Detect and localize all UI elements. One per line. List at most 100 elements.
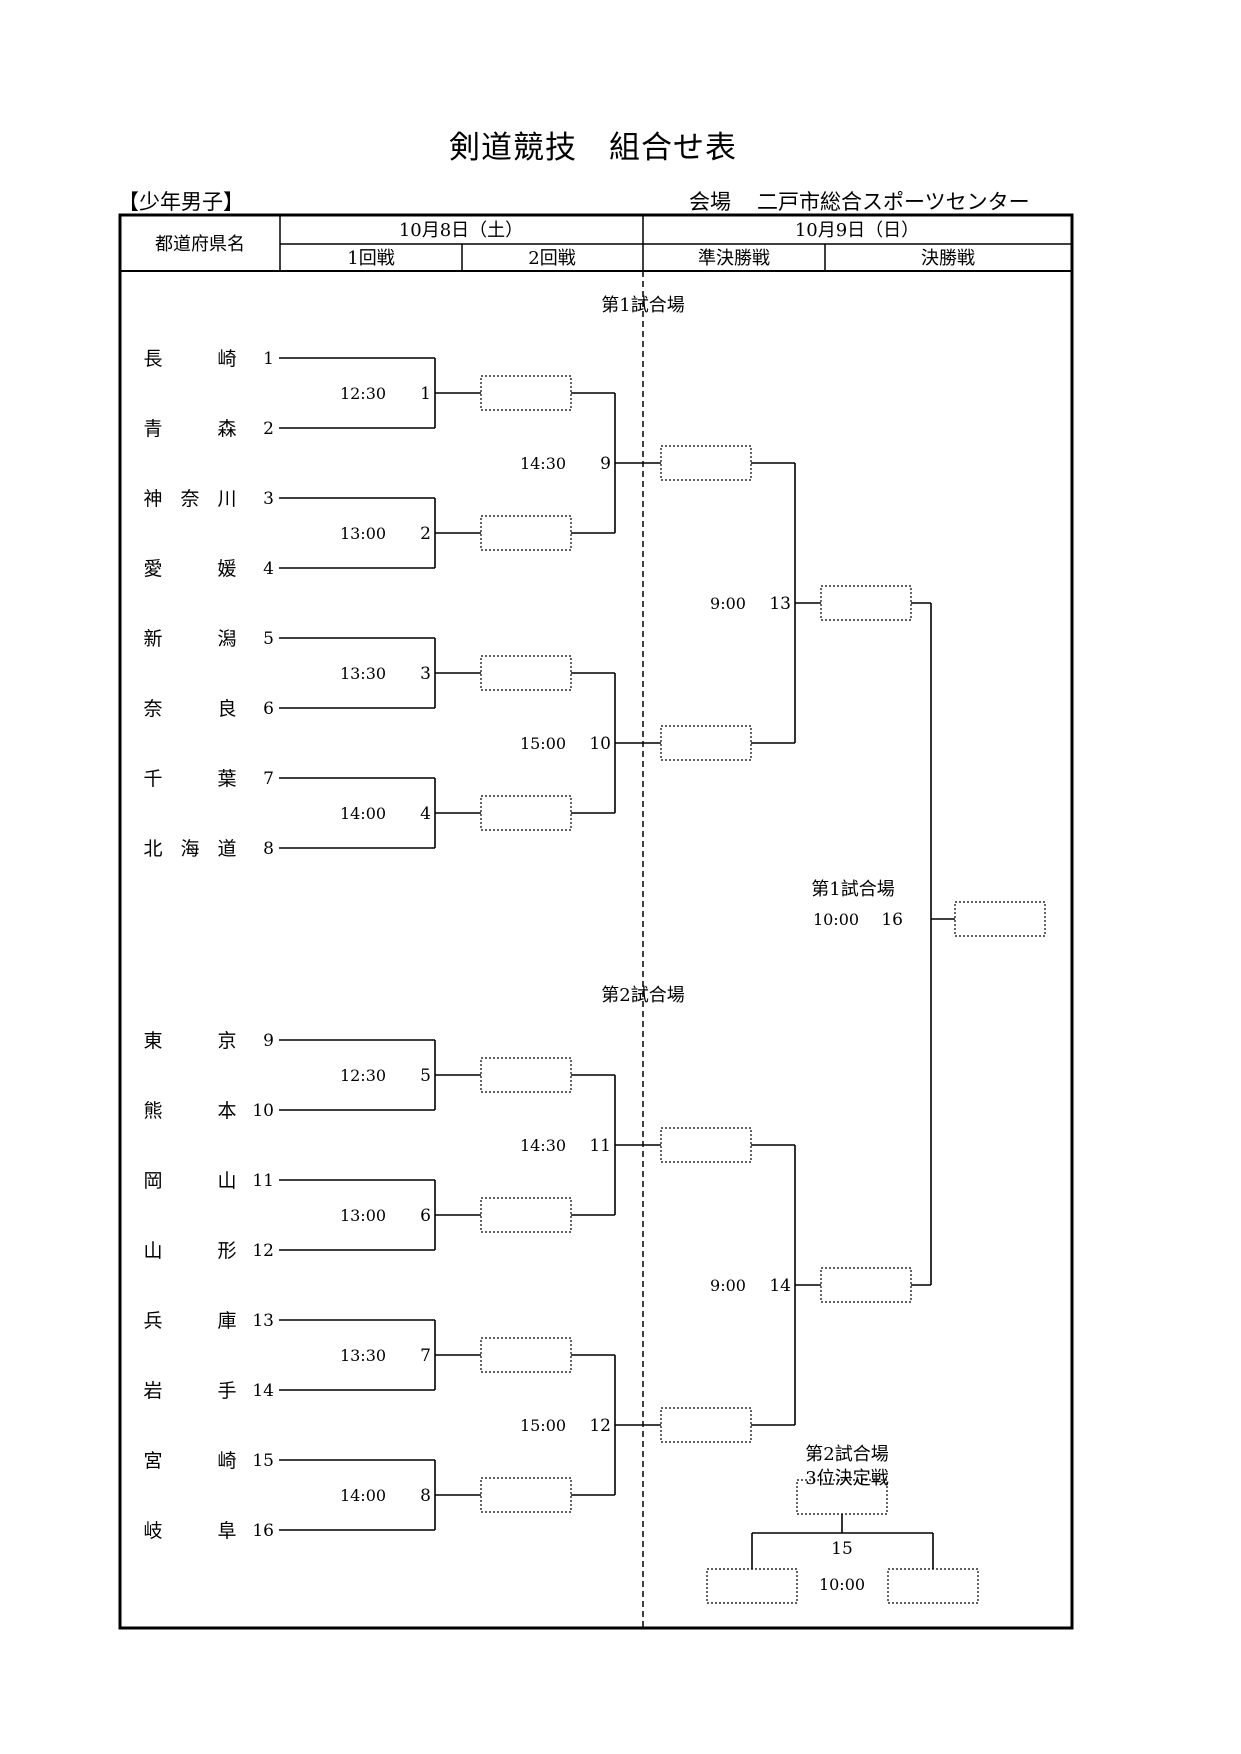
- round1-winner-box-6: [480, 1197, 572, 1233]
- round2-winner-box-12: [660, 1407, 752, 1443]
- match-time-15: 10:00: [819, 1575, 865, 1594]
- final-court-label: 第1試合場: [811, 879, 894, 900]
- team-16-name-char: 岐: [143, 1520, 162, 1542]
- team-5-name-char: 新: [143, 628, 162, 650]
- team-1-seed: 1: [263, 349, 274, 369]
- team-6-name-char: 奈: [143, 698, 162, 720]
- team-14-name-char: 岩: [143, 1380, 162, 1402]
- team-6-seed: 6: [263, 699, 274, 719]
- team-12-name-char: 山: [143, 1240, 162, 1262]
- division-label: 【少年男子】: [118, 190, 244, 214]
- match-time-1: 12:30: [340, 384, 386, 403]
- match-time-13: 9:00: [710, 594, 746, 613]
- round2-winner-box-10: [660, 725, 752, 761]
- team-5-seed: 5: [263, 629, 274, 649]
- venue-name: 二戸市総合スポーツセンター: [757, 190, 1030, 214]
- match-time-3: 13:30: [340, 664, 386, 683]
- match-time-14: 9:00: [710, 1276, 746, 1295]
- team-7-seed: 7: [263, 769, 274, 789]
- team-13-name-char: 庫: [217, 1310, 236, 1332]
- match-number-7: 7: [420, 1346, 431, 1366]
- team-11-name-char: 山: [217, 1170, 236, 1192]
- team-15-name-char: 宮: [143, 1450, 162, 1472]
- team-10-name-char: 熊: [143, 1100, 162, 1122]
- match-number-8: 8: [420, 1486, 431, 1506]
- match-time-6: 13:00: [340, 1206, 386, 1225]
- match-time-10: 15:00: [520, 734, 566, 753]
- team-16-seed: 16: [252, 1521, 274, 1541]
- round1-winner-box-4: [480, 795, 572, 831]
- day2-header: 10月9日（日）: [795, 220, 919, 241]
- match-number-15: 15: [831, 1539, 853, 1559]
- semifinal-header: 準決勝戦: [698, 248, 770, 269]
- match-time-9: 14:30: [520, 454, 566, 473]
- match-number-14: 14: [769, 1276, 791, 1296]
- team-6-name-char: 良: [217, 698, 236, 720]
- third-place-contestant-box-a: [706, 1568, 798, 1604]
- match-time-5: 12:30: [340, 1066, 386, 1085]
- round2-header: 2回戦: [528, 248, 575, 269]
- venue-label: 会場: [689, 190, 731, 214]
- third-place-contestant-box-b: [887, 1568, 979, 1604]
- round1-winner-box-5: [480, 1057, 572, 1093]
- match-number-10: 10: [589, 734, 611, 754]
- court2-label: 第2試合場: [601, 985, 684, 1006]
- final-header: 決勝戦: [921, 248, 975, 269]
- match-time-16: 10:00: [813, 910, 859, 929]
- team-14-seed: 14: [252, 1381, 274, 1401]
- team-10-seed: 10: [252, 1101, 274, 1121]
- team-11-seed: 11: [252, 1171, 274, 1191]
- team-13-name-char: 兵: [143, 1310, 162, 1332]
- match-time-11: 14:30: [520, 1136, 566, 1155]
- round1-winner-box-7: [480, 1337, 572, 1373]
- court1-label: 第1試合場: [601, 295, 684, 316]
- page-title: 剣道競技 組合せ表: [449, 130, 737, 166]
- bracket-lines: [279, 357, 1046, 1604]
- header-table: [118, 213, 1074, 1630]
- match-time-4: 14:00: [340, 804, 386, 823]
- semifinal-winner-box-13: [820, 585, 912, 621]
- match-number-9: 9: [600, 454, 611, 474]
- team-8-name-char: 海: [180, 838, 199, 860]
- team-15-seed: 15: [252, 1451, 274, 1471]
- team-3-name-char: 川: [217, 488, 236, 510]
- team-12-seed: 12: [252, 1241, 274, 1261]
- team-5-name-char: 潟: [217, 628, 236, 650]
- team-3-name-char: 神: [143, 488, 162, 510]
- team-7-name-char: 千: [143, 768, 162, 790]
- match-number-11: 11: [589, 1136, 611, 1156]
- team-16-name-char: 阜: [217, 1520, 236, 1542]
- team-2-seed: 2: [263, 419, 274, 439]
- day1-header: 10月8日（土）: [399, 220, 523, 241]
- round1-winner-box-2: [480, 515, 572, 551]
- third-place-label: 3位決定戦: [805, 1468, 888, 1489]
- team-13-seed: 13: [252, 1311, 274, 1331]
- team-1-name-char: 長: [143, 348, 162, 370]
- round1-winner-box-3: [480, 655, 572, 691]
- team-9-name-char: 京: [217, 1030, 236, 1052]
- team-4-name-char: 愛: [143, 558, 162, 580]
- match-time-12: 15:00: [520, 1416, 566, 1435]
- match-time-7: 13:30: [340, 1346, 386, 1365]
- team-3-seed: 3: [263, 489, 274, 509]
- match-time-2: 13:00: [340, 524, 386, 543]
- team-15-name-char: 崎: [217, 1450, 236, 1472]
- match-number-12: 12: [589, 1416, 611, 1436]
- team-4-seed: 4: [263, 559, 274, 579]
- match-number-4: 4: [420, 804, 431, 824]
- team-8-name-char: 北: [143, 838, 162, 860]
- match-number-5: 5: [420, 1066, 431, 1086]
- team-4-name-char: 媛: [217, 558, 236, 580]
- team-2-name-char: 森: [217, 418, 236, 440]
- third-place-court-label: 第2試合場: [805, 1444, 888, 1465]
- match-number-6: 6: [420, 1206, 431, 1226]
- team-9-seed: 9: [263, 1031, 274, 1051]
- round1-winner-box-1: [480, 375, 572, 411]
- team-7-name-char: 葉: [217, 768, 236, 790]
- team-14-name-char: 手: [217, 1380, 236, 1402]
- team-1-name-char: 崎: [217, 348, 236, 370]
- team-3-name-char: 奈: [180, 488, 199, 510]
- match-number-3: 3: [420, 664, 431, 684]
